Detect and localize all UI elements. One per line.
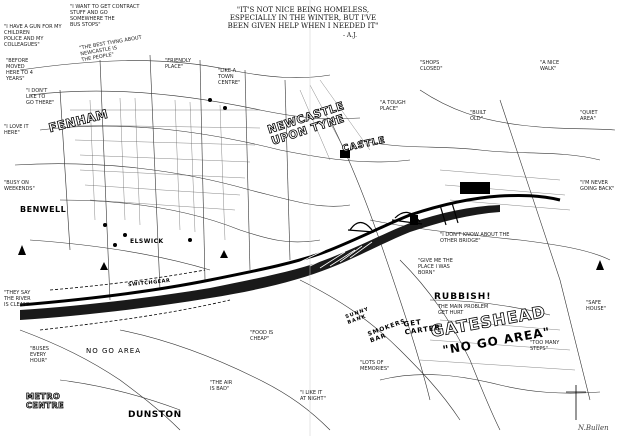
river-band: [20, 205, 500, 320]
tree-icon: [113, 243, 117, 247]
note: "BUILT OLD": [470, 110, 487, 122]
note: "I'M NEVER GOING BACK": [580, 180, 615, 192]
building-icon: [460, 182, 490, 194]
note: "I LOVE IT HERE": [4, 124, 29, 136]
note: "THE AIR IS BAD": [210, 380, 233, 392]
bridge-icon: [349, 221, 373, 231]
place-elswick: ELSWICK: [130, 238, 164, 245]
note: "I WANT TO GET CONTRACT STUFF AND GO SOM…: [70, 4, 140, 28]
street-grid: [69, 79, 576, 371]
note: "LOTS OF MEMORIES": [360, 360, 390, 372]
building-icon: [410, 215, 418, 225]
river-outline: [19, 194, 561, 307]
note: "I DON'T KNOW ABOUT THE OTHER BRIDGE": [440, 232, 510, 244]
building-icon: [340, 150, 350, 158]
note: "THEY SAY THE RIVER IS CLEAN": [4, 290, 31, 308]
note: "BUSY ON WEEKENDS": [4, 180, 35, 192]
tree-icon: [103, 223, 107, 227]
place-benwell: BENWELL: [20, 205, 67, 214]
place-dunston: DUNSTON: [128, 410, 182, 420]
note: "BUSES EVERY HOUR": [30, 346, 49, 364]
slogan-rubbish-sub: THE MAIN PROBLEM GET HURT: [438, 304, 489, 316]
note: "TOO MANY STEPS": [530, 340, 560, 352]
river-hatch: [299, 241, 373, 269]
note: "I DON'T LIKE TO GO THERE": [26, 88, 55, 106]
road-network: [14, 54, 616, 431]
note: "SHOPS CLOSED": [420, 60, 443, 72]
header-quote-author: - A.J.: [342, 32, 358, 39]
note: "A NICE WALK": [540, 60, 560, 72]
place-metro-centre: METRO CENTRE: [26, 392, 65, 411]
note: "FRIENDLY PLACE": [165, 58, 192, 70]
tree-icon: [123, 233, 127, 237]
note: "LIKE A TOWN CENTRE": [218, 68, 241, 86]
slogan-rubbish: RUBBISH!: [434, 292, 492, 302]
note: "GIVE ME THE PLACE I WAS BORN": [418, 258, 453, 276]
river-bank-lower: [39, 299, 231, 331]
tree-icon: [223, 106, 227, 110]
north-arrow-icon: [18, 245, 604, 270]
note: "QUIET AREA": [580, 110, 598, 122]
note: "BEFORE MOVED HERE TO 4 YEARS": [6, 58, 33, 82]
header-quote: "IT'S NOT NICE BEING HOMELESS, ESPECIALL…: [227, 6, 379, 30]
river-tyne: [19, 194, 561, 331]
note: "SAFE HOUSE": [586, 300, 606, 312]
artist-signature: N.Bullen: [578, 424, 609, 432]
note: "I HAVE A GUN FOR MY CHILDREN POLICE AND…: [4, 24, 62, 48]
note: "A TOUGH PLACE": [380, 100, 406, 112]
river-bank: [49, 269, 206, 291]
tree-icon: [208, 98, 212, 102]
note: "I LIKE IT AT NIGHT": [300, 390, 326, 402]
tree-icon: [188, 238, 192, 242]
angel-of-north: [566, 385, 586, 420]
note: "FOOD IS CHEAP": [250, 330, 274, 342]
buildings: [103, 98, 490, 247]
slogan-no-go-area-left: NO GO AREA: [86, 347, 141, 355]
